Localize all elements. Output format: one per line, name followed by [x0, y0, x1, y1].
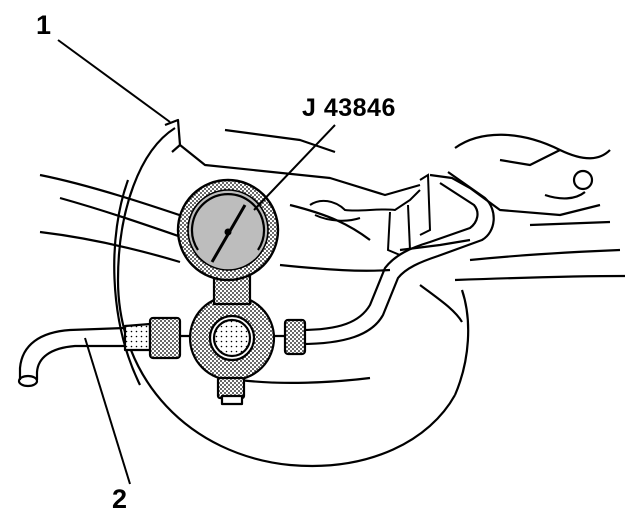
mounting-bracket [309, 173, 432, 256]
wheel-outline [113, 127, 470, 467]
leader-lines [57, 39, 336, 485]
gauge-manifold [148, 270, 307, 406]
callout-label-2: 2 [112, 484, 128, 514]
fuel-line-tube [299, 171, 495, 346]
hose-item-2 [17, 322, 152, 388]
callout-label-1: 1 [36, 10, 52, 40]
vehicle-body-lines [39, 118, 626, 384]
callout-label-tool-number: J 43846 [302, 94, 396, 122]
pressure-gauge [176, 178, 280, 282]
